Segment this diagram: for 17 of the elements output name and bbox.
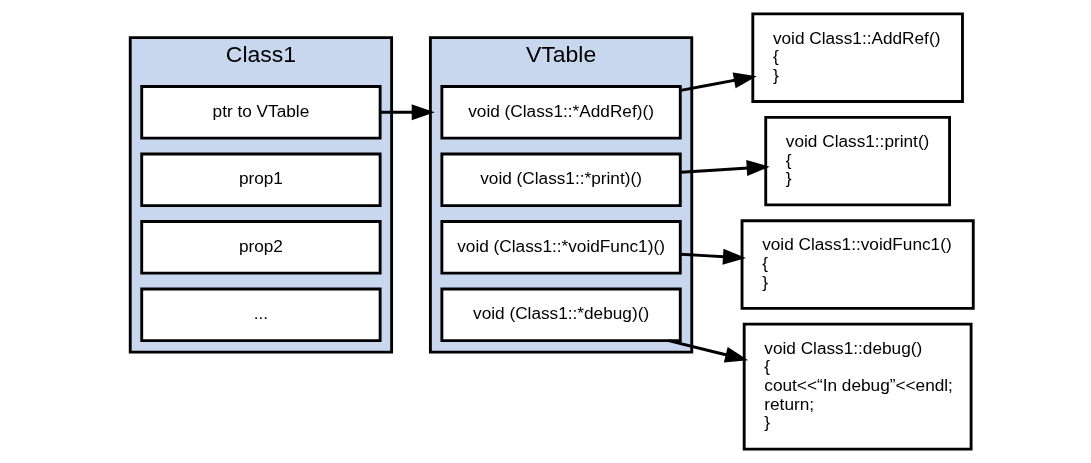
- node-box: void Class1::debug() { cout<<“In debug”<<endl; return; }: [742, 322, 973, 451]
- arrow: [680, 160, 770, 177]
- arrow: [379, 104, 435, 121]
- node-box: void (Class1::*voidFunc1)(): [439, 220, 682, 275]
- node-box: void Class1::print() { }: [763, 115, 951, 207]
- node-box: void Class1::AddRef() { }: [750, 12, 964, 103]
- node-box: ...: [139, 287, 382, 343]
- node-box: void Class1::voidFunc1() { }: [740, 219, 975, 310]
- node-box: void (Class1::*debug)(): [439, 287, 682, 343]
- node-box: prop1: [139, 152, 382, 208]
- arrow: [680, 248, 746, 265]
- node-box: void (Class1::*print)(): [439, 152, 682, 208]
- arrow: [667, 339, 748, 363]
- node-box: prop2: [139, 220, 382, 275]
- node-box: void (Class1::*AddRef)(): [439, 85, 682, 140]
- node-box: ptr to VTable: [139, 85, 382, 140]
- arrow: [679, 72, 757, 92]
